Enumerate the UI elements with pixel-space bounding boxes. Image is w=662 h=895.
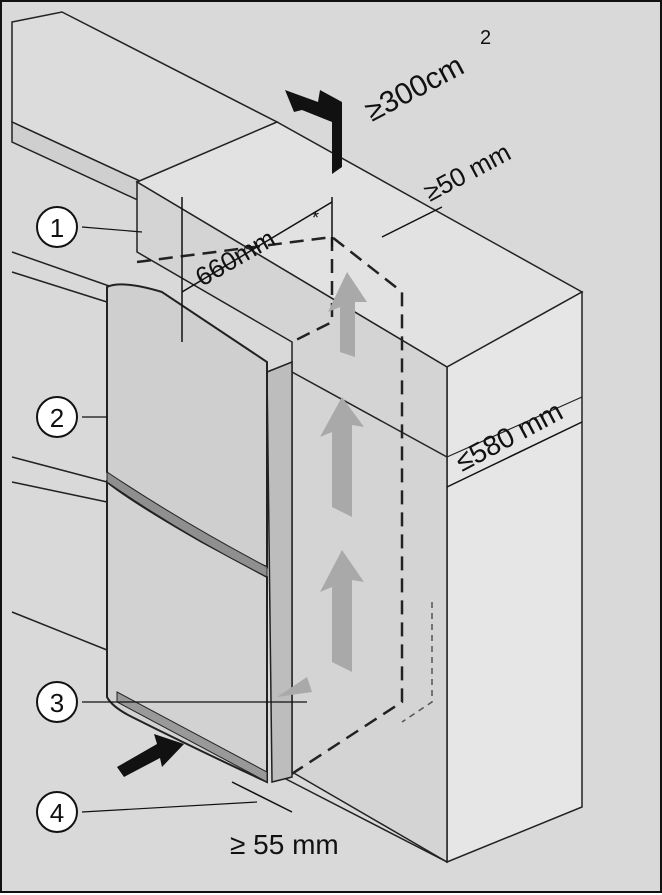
niche-back-dashed (401, 602, 433, 723)
top-gap-dim-line (381, 206, 443, 238)
intake-arrow (117, 734, 184, 777)
airflow-arrow-middle (320, 397, 364, 517)
vent-area-superscript: 2 (480, 27, 491, 49)
callout-1-circle (36, 206, 78, 248)
bottom-gap-label: ≥ 55 mm (230, 829, 339, 860)
callout-1-leader (81, 226, 143, 233)
vent-area-label: ≥300cm (360, 49, 470, 128)
top-gap-label: ≥50 mm (419, 137, 516, 207)
wall-line-d (11, 481, 108, 503)
cabinet-shelf-line-2 (446, 396, 583, 458)
wall-line-a (11, 251, 113, 288)
airflow-arrow-top (328, 272, 367, 357)
depth-dim-line (446, 421, 583, 488)
callout-1-number: 1 (50, 213, 64, 243)
airflow-arrow-lower (320, 550, 364, 672)
floor-line-a (11, 611, 113, 653)
cabinet-shelf-line (291, 371, 448, 458)
fridge-door-gap (106, 471, 268, 578)
width-mark: * (312, 208, 319, 228)
fridge-lower-door (106, 479, 268, 784)
niche-inner-dashed (291, 237, 334, 344)
floor-line-b (281, 776, 448, 863)
wall-line-c (11, 456, 108, 483)
exhaust-arrow (285, 90, 342, 174)
callout-4-leader (81, 801, 258, 813)
fridge-side (266, 360, 293, 783)
callout-2-number: 2 (50, 403, 64, 433)
callout-2-circle (36, 396, 78, 438)
fridge-plinth (116, 691, 268, 783)
wall-line-b (11, 271, 108, 303)
callout-3-number: 3 (50, 688, 64, 718)
callout-4-number: 4 (50, 798, 64, 828)
airflow-arrow-bottom (277, 677, 312, 697)
callout-3-circle (36, 681, 78, 723)
width-dim-line (181, 201, 333, 293)
callout-4-circle (36, 791, 78, 833)
bottom-gap-dim-line (231, 781, 293, 813)
cabinet-side (446, 290, 583, 864)
